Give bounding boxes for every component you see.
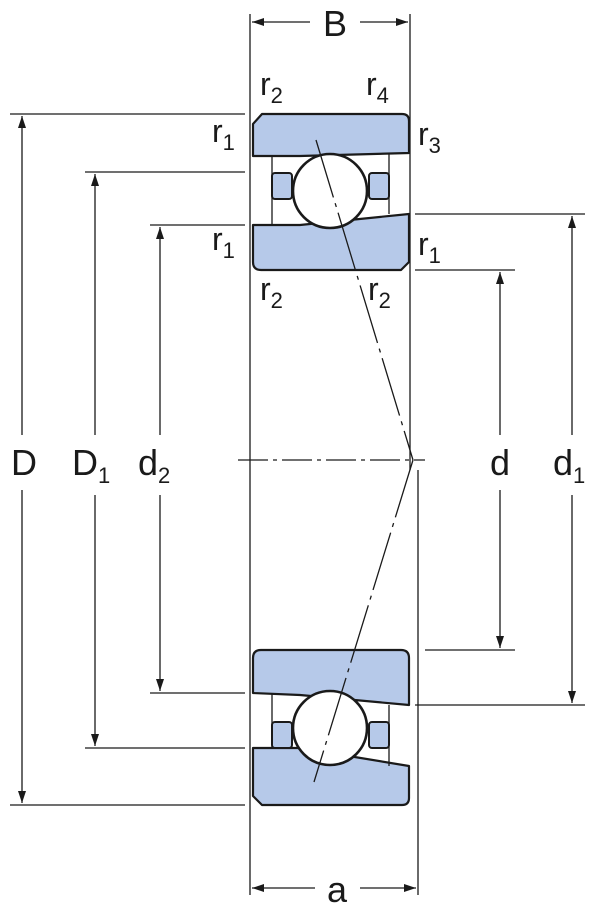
label-r1-inner-left: r1 [212, 221, 235, 263]
label-r2-bottom-left: r2 [260, 271, 283, 313]
cage-left-top [271, 172, 293, 200]
cage-right-top [368, 172, 390, 200]
label-r1-outer-left: r1 [212, 113, 235, 155]
extension-lines [10, 113, 585, 806]
label-r3-outer-right: r3 [418, 116, 441, 158]
label-r2-bottom-right: r2 [368, 271, 391, 313]
label-r2-top-left: r2 [260, 66, 283, 108]
cage-right-bottom [368, 721, 390, 749]
cage-left-bottom [271, 721, 293, 749]
ball-top [291, 152, 369, 230]
label-d: d [490, 442, 510, 483]
label-D: D [11, 442, 37, 483]
outer-ring-top [251, 112, 411, 158]
outer-ring-bottom [251, 746, 411, 807]
label-r1-inner-right: r1 [418, 226, 441, 268]
top-section [251, 112, 411, 272]
contact-line-top [315, 139, 414, 461]
label-a: a [327, 869, 348, 910]
dimension-lines [18, 18, 576, 892]
label-B: B [323, 3, 347, 44]
inner-ring-top [251, 212, 411, 272]
contact-line-bottom [313, 459, 414, 783]
label-r4-top-right: r4 [366, 66, 389, 108]
label-D1: D1 [72, 442, 110, 488]
label-d2: d2 [138, 442, 170, 488]
label-d1: d1 [553, 442, 585, 488]
